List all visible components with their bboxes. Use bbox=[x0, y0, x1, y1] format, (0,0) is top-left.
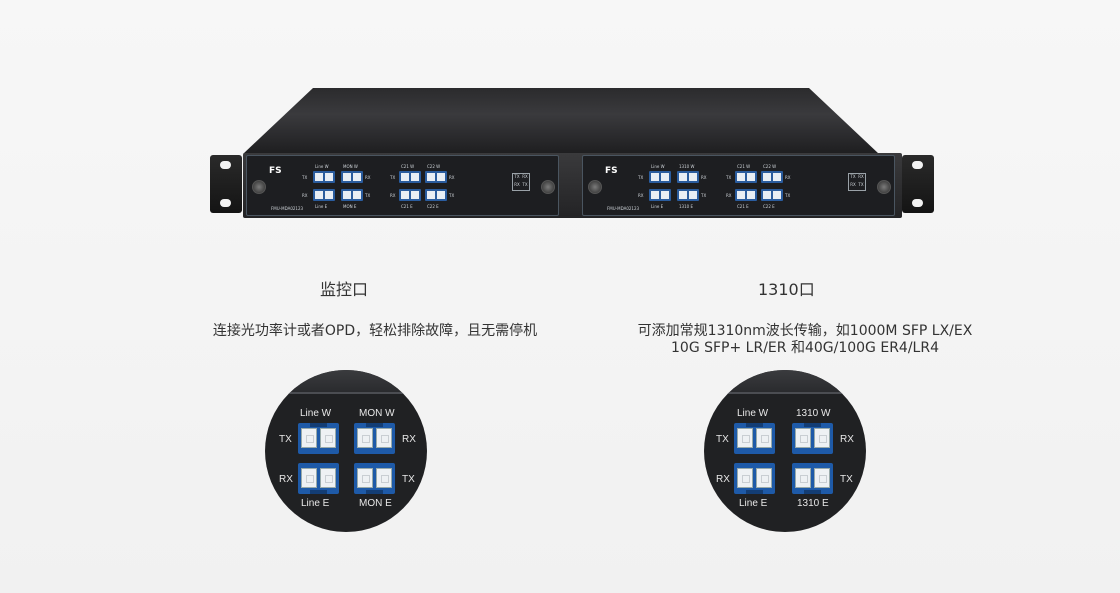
rack-ear-right bbox=[902, 155, 934, 213]
lc-port bbox=[761, 171, 783, 183]
right-caption-line2: 10G SFP+ LR/ER 和40G/100G ER4/LR4 bbox=[671, 340, 939, 356]
fs-logo: FS bbox=[269, 166, 282, 176]
lc-port bbox=[425, 189, 447, 201]
lc-port bbox=[792, 463, 833, 494]
module-model: FMU-MDA02123 bbox=[607, 206, 640, 211]
lc-port bbox=[677, 171, 699, 183]
lc-port bbox=[341, 189, 363, 201]
lc-port bbox=[735, 189, 757, 201]
module-model: FMU-MDA02123 bbox=[271, 206, 304, 211]
lc-port bbox=[298, 463, 339, 494]
lc-port bbox=[313, 189, 335, 201]
right-caption-line1: 可添加常规1310nm波长传输，如1000M SFP LX/EX bbox=[637, 323, 973, 339]
right-module: FS FMU-MDA02123 Line W 1310 W C21 W C22 … bbox=[582, 155, 895, 216]
screw-icon bbox=[877, 180, 891, 194]
screw-icon bbox=[252, 180, 266, 194]
left-module: FS FMU-MDA02123 Line W MON W C21 W C22 W… bbox=[246, 155, 559, 216]
lc-port bbox=[354, 423, 395, 454]
lc-port bbox=[761, 189, 783, 201]
rack-chassis-top bbox=[243, 88, 879, 154]
lc-port bbox=[735, 171, 757, 183]
lc-port bbox=[399, 189, 421, 201]
lc-port bbox=[677, 189, 699, 201]
lc-port bbox=[734, 463, 775, 494]
screw-icon bbox=[588, 180, 602, 194]
lc-port bbox=[399, 171, 421, 183]
right-heading: 1310口 bbox=[758, 280, 815, 299]
lc-port bbox=[298, 423, 339, 454]
rack-ear-left bbox=[210, 155, 242, 213]
right-caption: 可添加常规1310nm波长传输，如1000M SFP LX/EX 10G SFP… bbox=[580, 323, 1030, 357]
left-heading: 监控口 bbox=[320, 280, 369, 299]
lc-port bbox=[341, 171, 363, 183]
left-zoom-circle: Line W MON W TX RX RX TX Line E MON E bbox=[265, 370, 427, 532]
lc-port bbox=[425, 171, 447, 183]
fs-logo: FS bbox=[605, 166, 618, 176]
lc-port bbox=[734, 423, 775, 454]
lc-port bbox=[313, 171, 335, 183]
lc-port bbox=[649, 171, 671, 183]
lc-port bbox=[792, 423, 833, 454]
screw-icon bbox=[541, 180, 555, 194]
right-zoom-circle: Line W 1310 W TX RX RX TX Line E 1310 E bbox=[704, 370, 866, 532]
lc-port bbox=[649, 189, 671, 201]
left-caption: 连接光功率计或者OPD，轻松排除故障，且无需停机 bbox=[212, 323, 538, 339]
lc-port bbox=[354, 463, 395, 494]
